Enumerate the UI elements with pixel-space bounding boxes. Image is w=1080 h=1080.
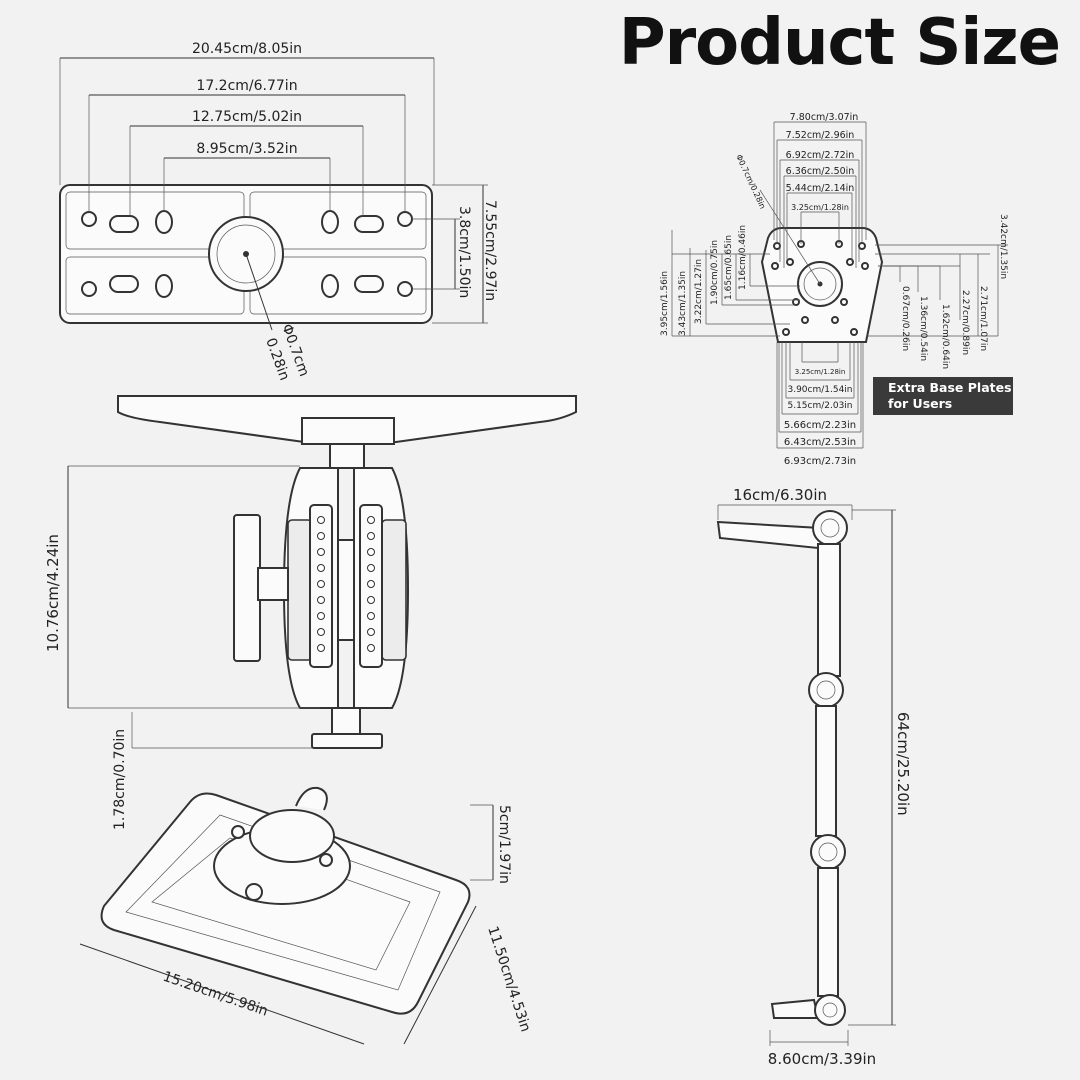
base-drawing (79, 786, 494, 1045)
small-plate-bottom-dim-2: 3.90cm/1.54in (787, 385, 852, 395)
badge-text: Extra Base Plates for Users (888, 380, 1012, 411)
small-plate-bottom-dim-1: 3.25cm/1.28in (795, 368, 846, 376)
plate-height-label: 7.55cm/2.97in (482, 200, 498, 301)
extra-base-plates-badge: Extra Base Plates for Users (873, 377, 1013, 415)
bolt-hole-left (317, 596, 325, 604)
bolt-hole-right (367, 596, 375, 604)
bolt-hole-right (367, 516, 375, 524)
bolt-hole-left (317, 532, 325, 540)
arm-drawing (716, 504, 896, 1046)
plate-inner-span-label: 8.95cm/3.52in (196, 141, 297, 157)
small-plate-right-dim-4: 2.27cm/0.89in (960, 290, 970, 355)
bolt-hole-left (317, 516, 325, 524)
small-plate-left-dim-1: 3.95cm/1.56in (660, 271, 670, 336)
small-plate-left-dim-5: 1.65cm/0.65in (724, 235, 734, 300)
bolt-hole-right (367, 532, 375, 540)
base-length-label: 15.20cm/5.98in (161, 969, 270, 1020)
plate-hole-height-label: 3.8cm/1.50in (456, 206, 472, 298)
base-width-label: 11.50cm/4.53in (484, 924, 533, 1034)
mount-bolt-holes (317, 516, 375, 652)
small-plate-top-dim-1: 7.80cm/3.07in (790, 112, 859, 123)
bolt-hole-left (317, 580, 325, 588)
base-height-label: 5cm/1.97in (496, 805, 512, 884)
bolt-hole-left (317, 644, 325, 652)
small-plate-bottom-dim-5: 6.43cm/2.53in (784, 437, 856, 448)
small-plate-bottom-dim-6: 6.93cm/2.73in (784, 456, 856, 467)
small-plate-left-dim-4: 1.90cm/0.75in (710, 240, 720, 305)
bolt-hole-right (367, 628, 375, 636)
small-plate-right-dim-1: 0.67cm/0.26in (900, 286, 910, 351)
page-title: Product Size (618, 6, 1061, 80)
mount-height-label: 10.76cm/4.24in (44, 534, 62, 652)
small-plate-right-dim-2: 1.36cm/0.54in (918, 296, 928, 361)
bolt-hole-right (367, 564, 375, 572)
top-plate-drawing (59, 57, 488, 331)
small-plate-right-dim-3: 1.62cm/0.64in (940, 304, 950, 369)
small-plate-left-dim-2: 3.43cm/1.35in (678, 271, 688, 336)
bolt-hole-right (367, 580, 375, 588)
arm-bottom-width-label: 8.60cm/3.39in (768, 1050, 876, 1068)
plate-width-label: 20.45cm/8.05in (192, 41, 302, 57)
plate-hole-span-label: 17.2cm/6.77in (196, 78, 297, 94)
small-plate-top-dim-5: 5.44cm/2.14in (786, 183, 855, 194)
small-plate-top-dim-4: 6.36cm/2.50in (786, 166, 855, 177)
small-plate-top-dim-6: 3.25cm/1.28in (791, 203, 849, 212)
small-plate-left-dim-3: 3.22cm/1.27in (694, 259, 704, 324)
bolt-hole-right (367, 612, 375, 620)
bolt-hole-right (367, 548, 375, 556)
small-plate-bottom-dim-4: 5.66cm/2.23in (784, 420, 856, 431)
bolt-hole-left (317, 548, 325, 556)
plate-slot-span-label: 12.75cm/5.02in (192, 109, 302, 125)
bolt-hole-left (317, 628, 325, 636)
bolt-hole-right (367, 644, 375, 652)
small-plate-right-dim-6: 3.42cm/1.35in (998, 214, 1008, 279)
arm-length-label: 64cm/25.20in (894, 712, 912, 816)
mount-side-drawing (67, 395, 577, 749)
small-plate-right-dim-5: 2.71cm/1.07in (978, 286, 988, 351)
small-plate-hole-label: Φ0.7cm/0.28in (734, 153, 767, 210)
small-plate-top-dim-2: 7.52cm/2.96in (786, 130, 855, 141)
small-plate-bottom-dim-3: 5.15cm/2.03in (787, 401, 852, 411)
small-plate-left-dim-6: 1.16cm/0.46in (738, 225, 748, 290)
bolt-hole-left (317, 564, 325, 572)
arm-top-width-label: 16cm/6.30in (733, 486, 827, 504)
bolt-hole-left (317, 612, 325, 620)
small-plate-drawing (671, 121, 1008, 449)
mount-post-label: 1.78cm/0.70in (112, 729, 128, 830)
small-plate-top-dim-3: 6.92cm/2.72in (786, 150, 855, 161)
